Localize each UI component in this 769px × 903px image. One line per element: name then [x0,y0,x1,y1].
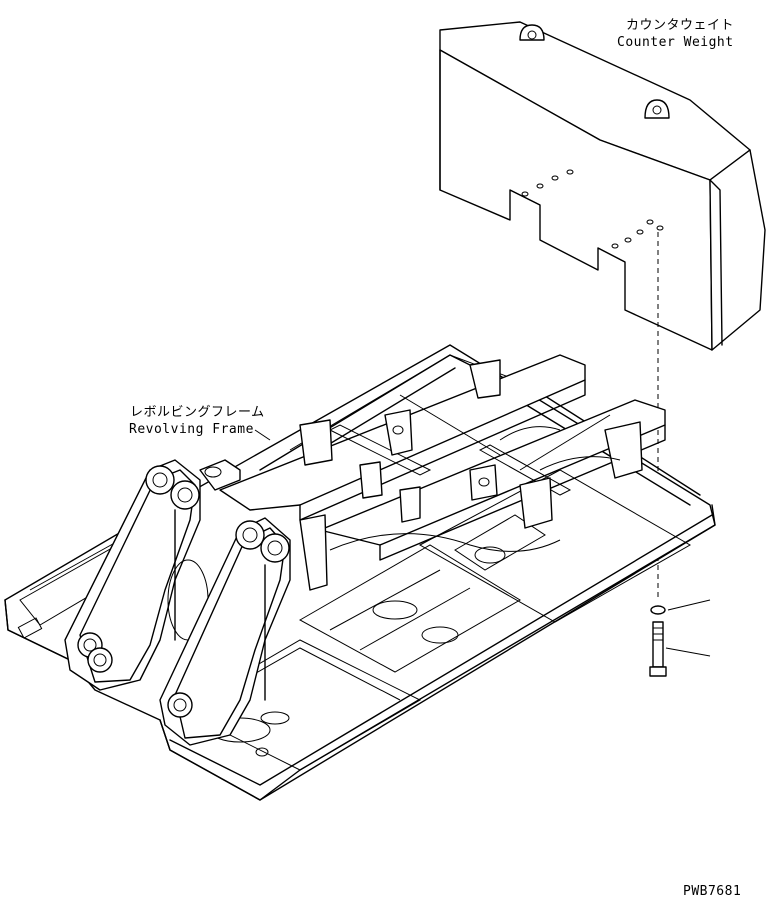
frame-label-en: Revolving Frame [129,422,254,437]
counterweight-label-jp: カウンタウェイト [626,18,735,33]
counterweight-label-en: Counter Weight [617,35,734,50]
revolving-frame [4,344,716,801]
frame-label-jp: レボルビングフレーム [130,405,265,420]
counterweight [439,21,766,600]
washer [650,599,711,615]
bolt [649,621,711,677]
drawing-id: PWB7681 [683,884,742,899]
